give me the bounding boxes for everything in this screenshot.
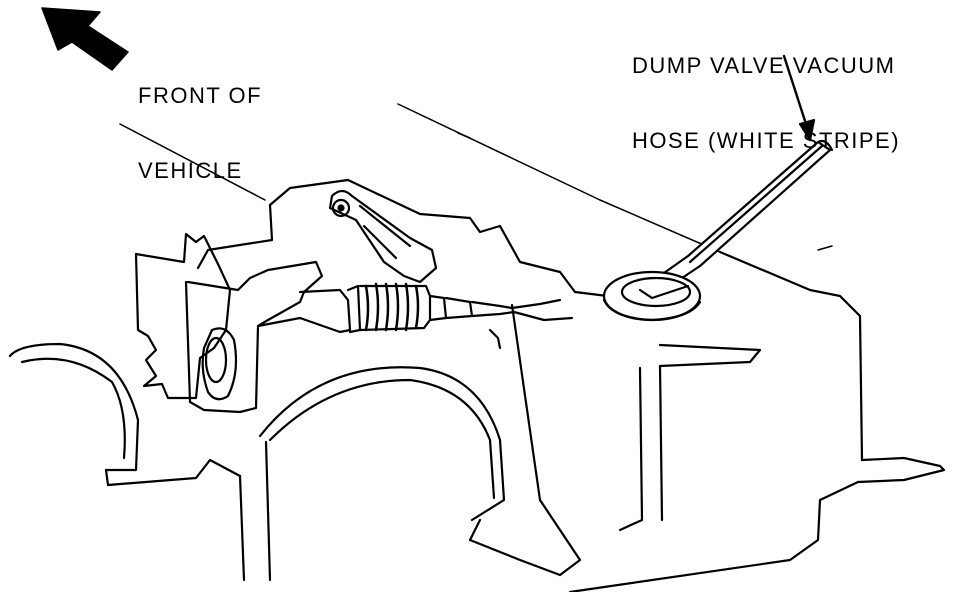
front-of-vehicle-line-2: VEHICLE bbox=[138, 158, 243, 183]
front-of-vehicle-line-1: FRONT OF bbox=[138, 83, 263, 108]
front-of-vehicle-label: FRONT OF VEHICLE bbox=[138, 33, 262, 208]
arched-cutouts bbox=[8, 342, 506, 582]
vacuum-hose bbox=[638, 139, 834, 300]
hose-grommet bbox=[602, 270, 702, 322]
bracket-plate bbox=[196, 178, 946, 592]
lever-linkage bbox=[328, 189, 438, 284]
hose-leader-arrow-icon bbox=[782, 54, 816, 142]
front-arrow-icon bbox=[41, 7, 129, 71]
background-lines bbox=[119, 103, 833, 253]
dump-valve-hose-line-1: DUMP VALVE VACUUM bbox=[632, 53, 896, 78]
hose-connector bbox=[298, 282, 574, 334]
dump-valve-hose-label: DUMP VALVE VACUUM HOSE (WHITE STRIPE) bbox=[632, 3, 900, 178]
dump-valve-hose-line-2: HOSE (WHITE STRIPE) bbox=[632, 128, 901, 153]
dump-valve bbox=[134, 232, 324, 414]
